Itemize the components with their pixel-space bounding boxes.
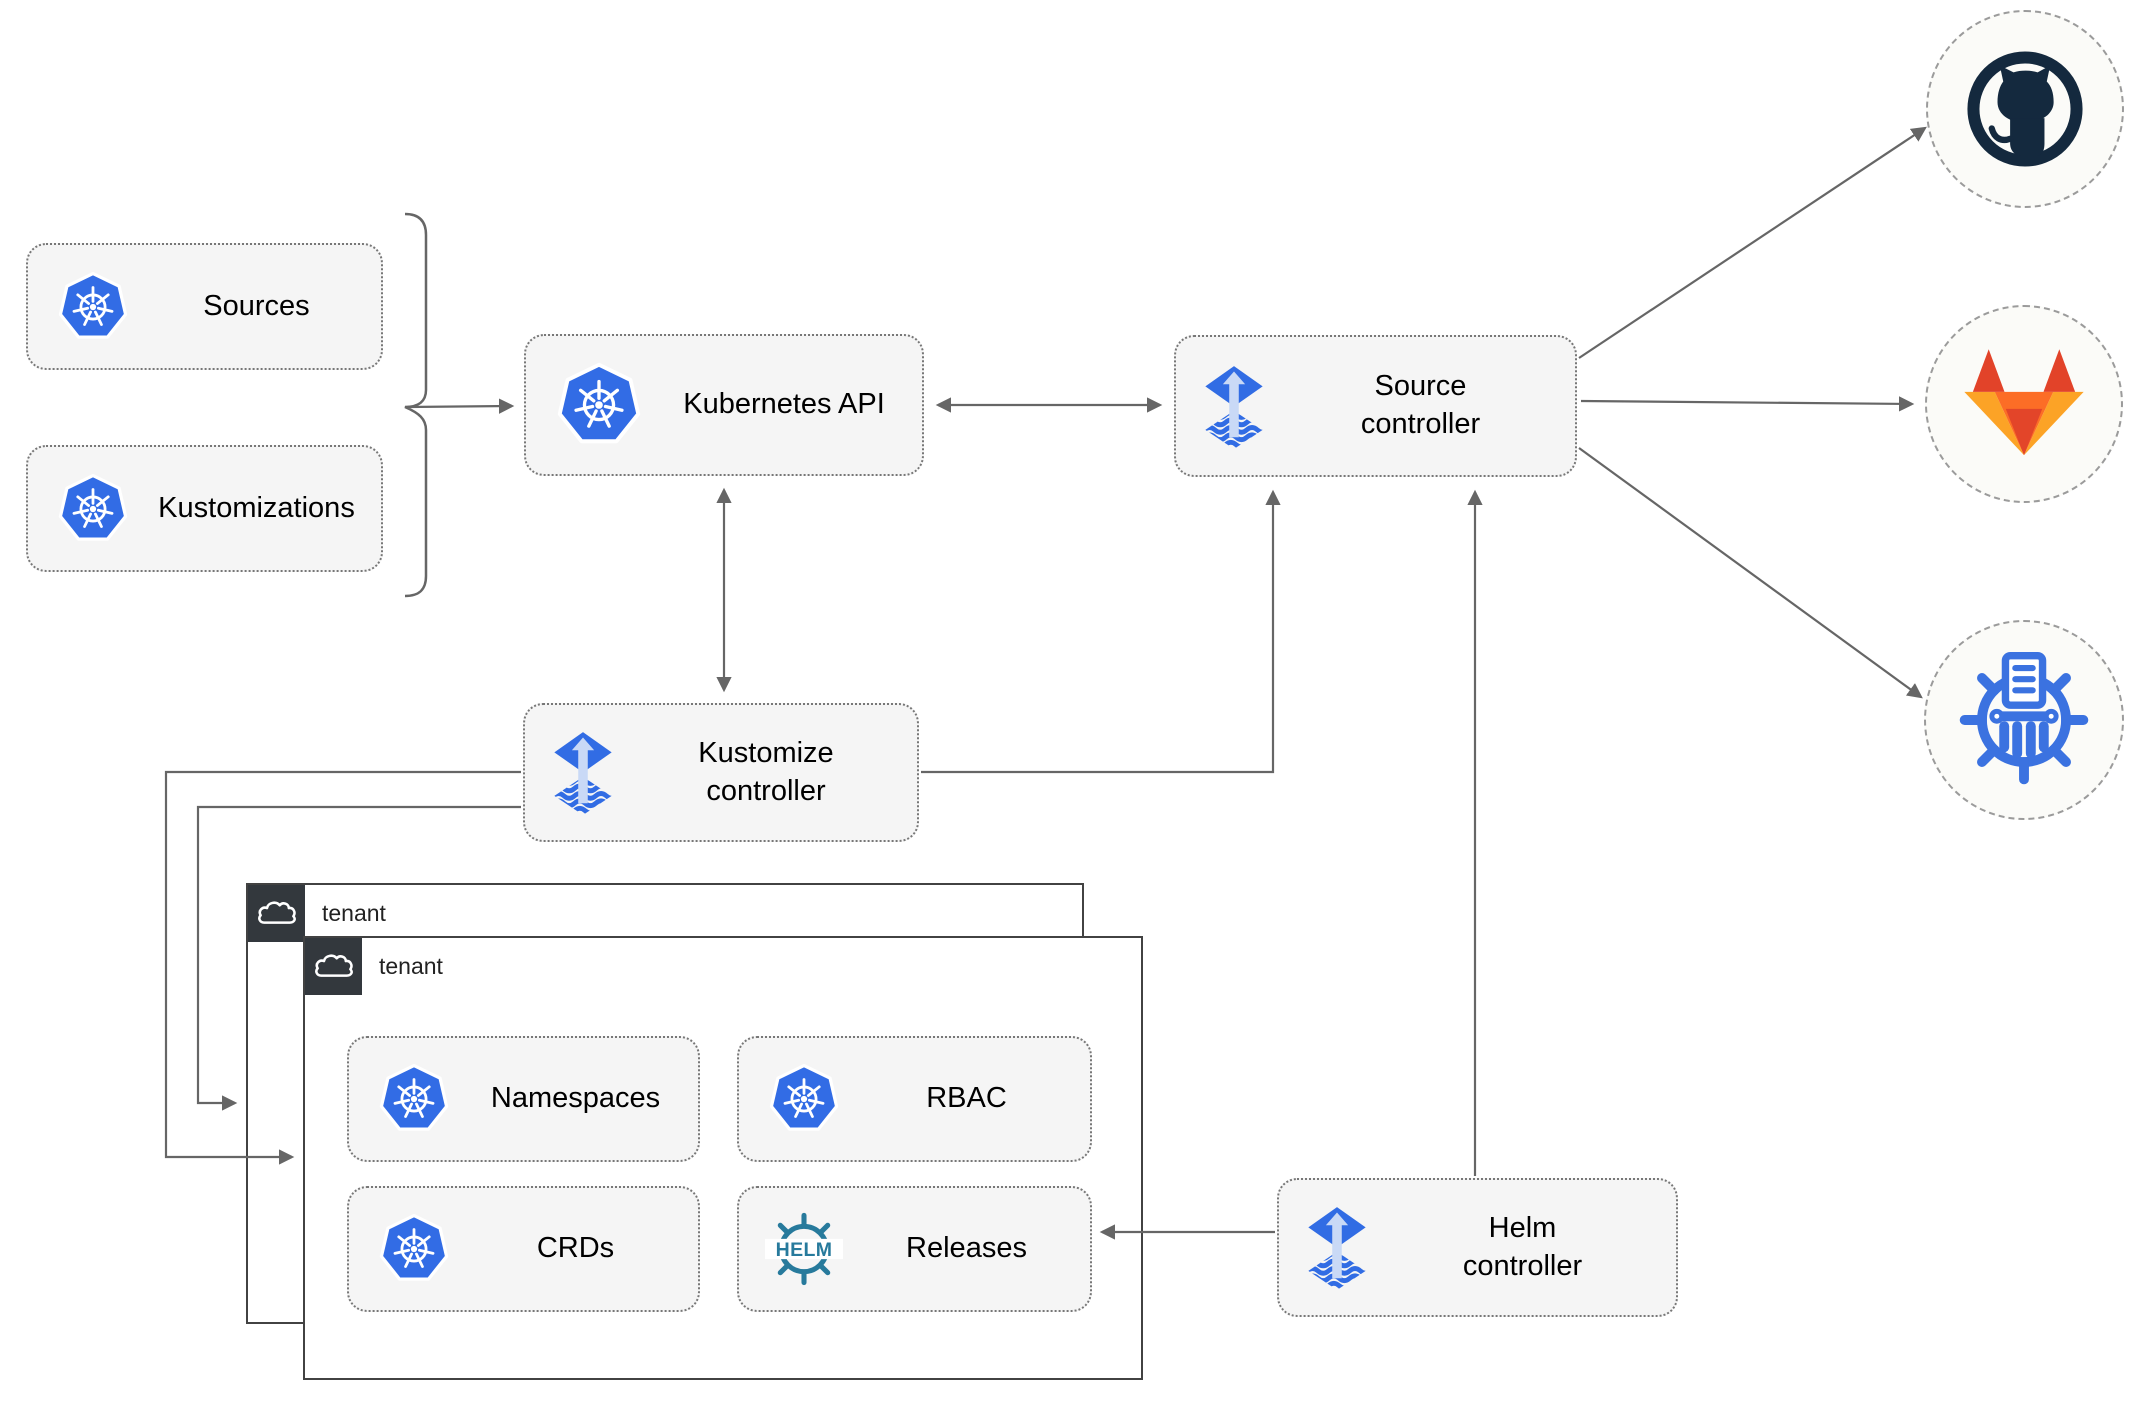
node-source-controller: Source controller [1174,335,1577,477]
connector-source-to-github [1578,126,1927,359]
kubernetes-icon [375,1210,453,1288]
connector-source-to-gitlab [1580,396,1915,412]
node-label: RBAC [926,1082,1007,1115]
tenant-label: tenant [379,953,443,979]
connector-kustomize-to-source-controller [921,489,1281,774]
svg-text:HELM: HELM [776,1239,833,1261]
gitlab-icon [1963,348,2085,460]
kubernetes-icon [54,470,132,548]
node-label: CRDs [536,1232,615,1265]
node-label: Kustomize controller [698,736,834,807]
cloud-icon [257,898,297,929]
node-kustomizations: Kustomizations [26,445,383,572]
tenant-badge [248,885,305,942]
node-label: Kubernetes API [683,388,885,421]
kubernetes-icon [375,1060,453,1138]
node-crds: CRDs [347,1186,700,1312]
node-kustomize-controller: Kustomize controller [523,703,919,842]
tenant-badge [305,938,362,995]
node-namespaces: Namespaces [347,1036,700,1162]
node-kubernetes-api: Kubernetes API [524,334,924,476]
node-label: Source controller [1360,370,1481,440]
node-helm-controller: Helm controller [1277,1178,1678,1317]
node-label: Kustomizations [158,491,355,524]
bracket-sources-group [404,212,428,598]
node-releases: HELM Releases [737,1186,1092,1312]
helm-icon: HELM [765,1210,843,1288]
connector-bracket-to-k8s-api [407,398,515,414]
endpoint-chartmuseum [1924,620,2124,820]
flux-icon [551,729,615,816]
endpoint-gitlab [1925,305,2123,503]
kubernetes-icon [552,358,646,452]
cloud-icon [314,951,354,982]
node-label: Releases [906,1232,1027,1265]
node-label: Namespaces [490,1082,661,1115]
tenant-container-front: tenant Namespaces RBAC [303,936,1143,1380]
node-label: Sources [203,289,310,322]
flux-icon [1305,1204,1369,1291]
endpoint-github [1926,10,2124,208]
node-rbac: RBAC [737,1036,1092,1162]
tenant-label: tenant [322,900,386,926]
node-sources: Sources [26,243,383,370]
github-icon [1962,46,2088,172]
connector-source-to-chartmuseum [1578,447,1923,699]
flux-icon [1202,363,1266,450]
kubernetes-icon [54,268,132,346]
kubernetes-icon [765,1060,843,1138]
chartmuseum-icon [1956,652,2092,788]
node-label: Helm controller [1462,1211,1583,1282]
